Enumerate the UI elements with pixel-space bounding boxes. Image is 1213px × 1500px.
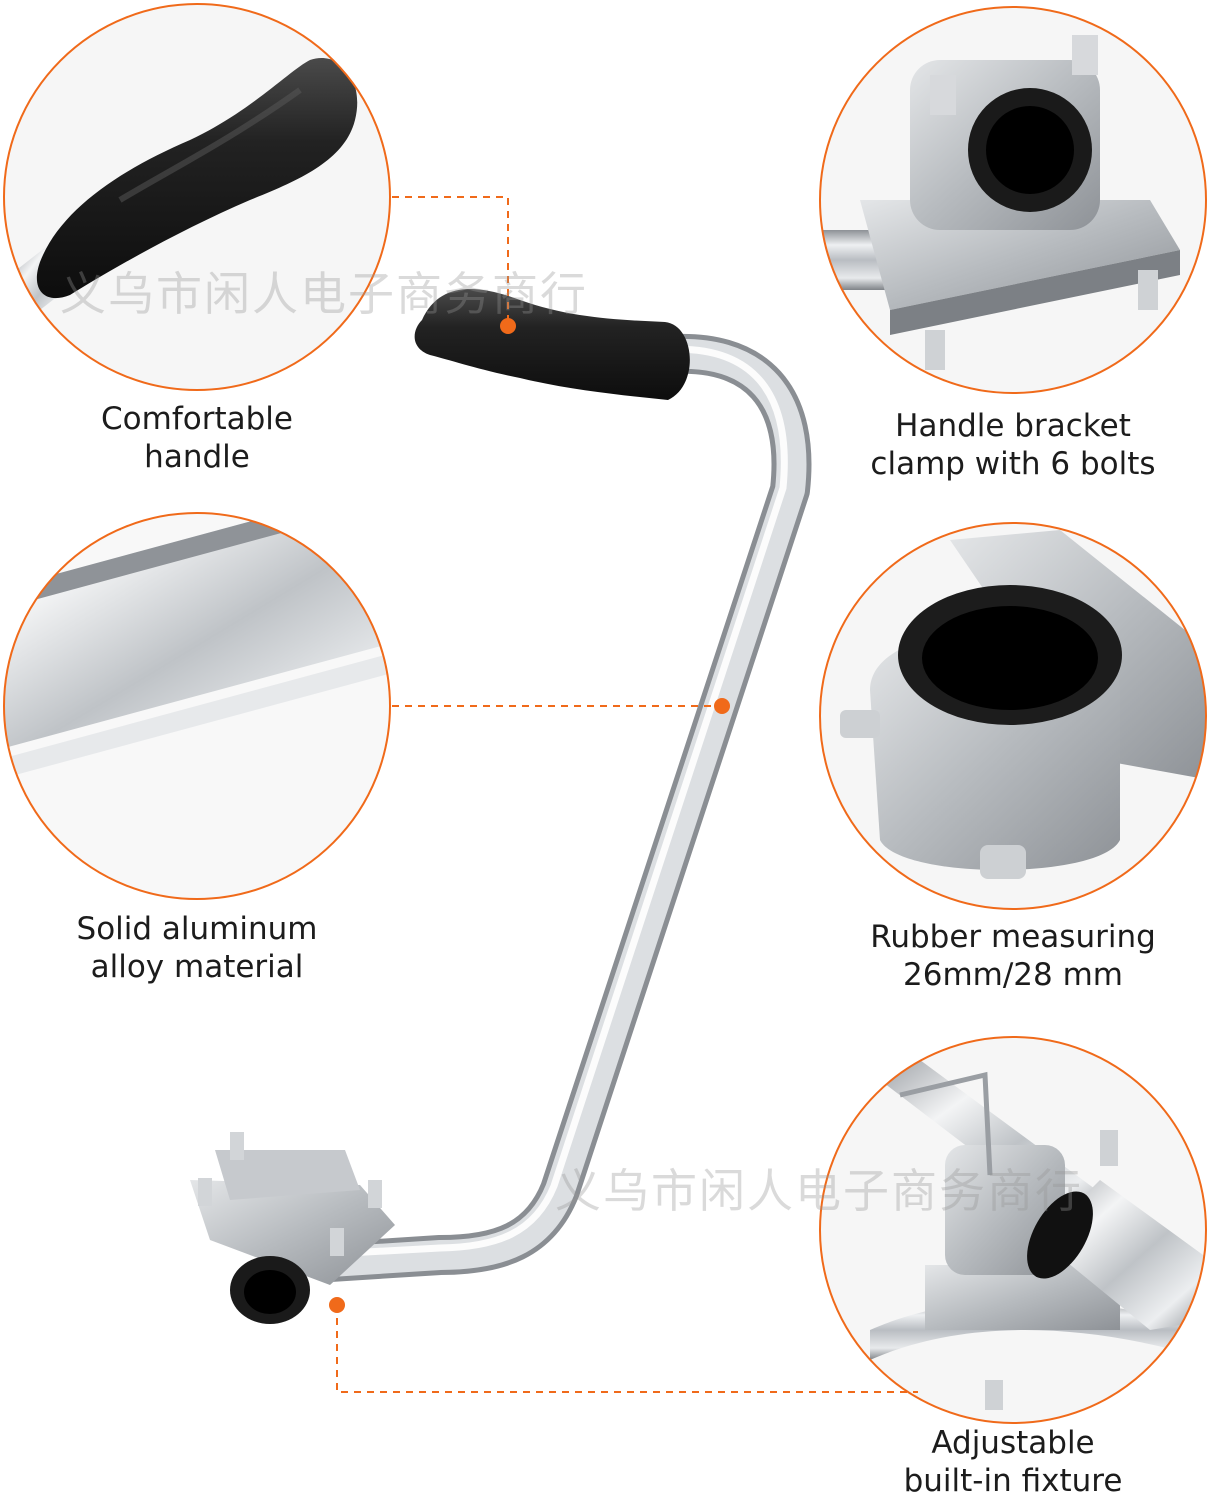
grip-rubber bbox=[414, 288, 690, 400]
callout-ring-1 bbox=[3, 3, 391, 391]
caption-fixture: Adjustable built-in fixture bbox=[903, 1425, 1123, 1499]
rubber-closeup bbox=[820, 523, 1206, 909]
clamp-closeup bbox=[820, 7, 1206, 393]
callout-ring-5 bbox=[819, 1036, 1207, 1424]
handle-closeup bbox=[4, 4, 390, 390]
callout-dot-fixture bbox=[329, 1297, 345, 1313]
fixture-closeup bbox=[820, 1037, 1206, 1423]
main-handle bbox=[190, 288, 812, 1324]
caption-comfortable-handle: Comfortable handle bbox=[101, 401, 293, 475]
caption-rubber: Rubber measuring 26mm/28 mm bbox=[870, 919, 1156, 993]
caption-aluminum: Solid aluminum alloy material bbox=[76, 911, 318, 985]
callout-dot-tube bbox=[714, 698, 730, 714]
caption-bracket-clamp: Handle bracket clamp with 6 bolts bbox=[870, 408, 1156, 482]
tube-closeup bbox=[4, 513, 390, 899]
callout-dot-handle bbox=[500, 318, 516, 334]
callout-ring-3 bbox=[819, 6, 1207, 394]
callout-leaders bbox=[336, 196, 918, 1393]
callout-ring-2 bbox=[3, 512, 391, 900]
clamp-block bbox=[190, 1180, 395, 1285]
callout-ring-4 bbox=[819, 522, 1207, 910]
